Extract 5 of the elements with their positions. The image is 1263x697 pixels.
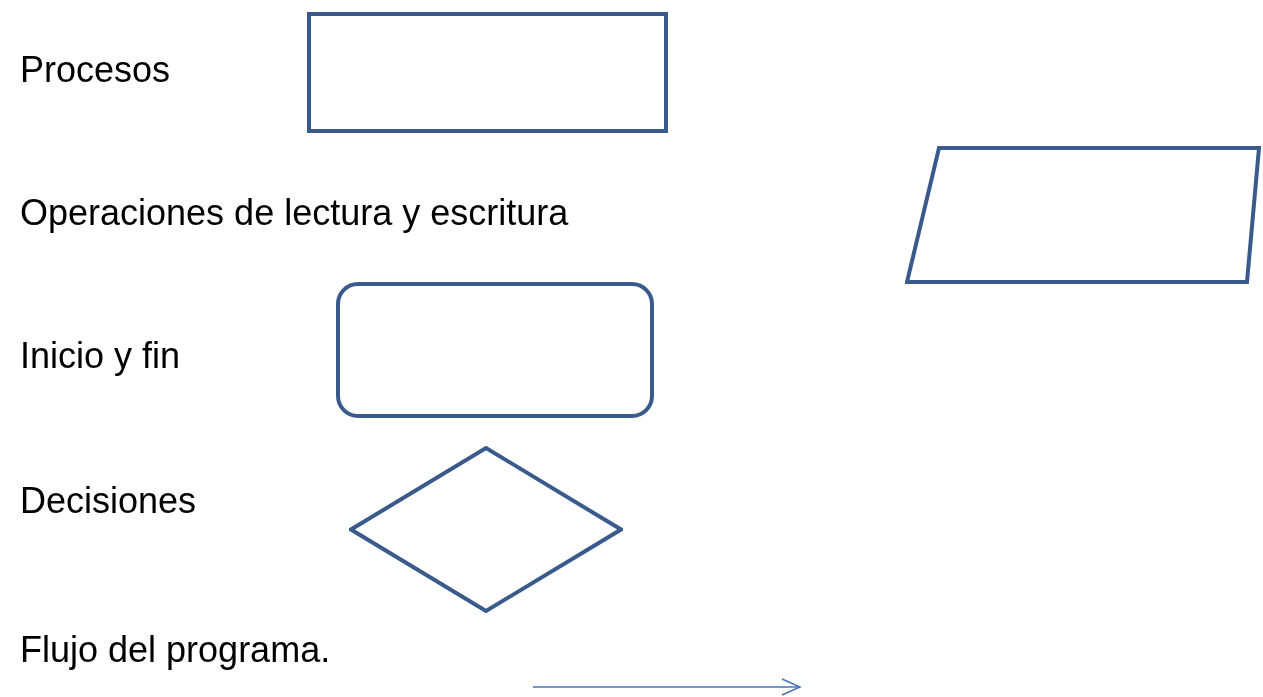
symbol-caption: Flujo del programa. — [20, 632, 331, 668]
symbol-caption: Inicio y fin — [20, 338, 181, 374]
symbol-caption: Procesos — [20, 52, 171, 88]
symbol-caption: Decisiones — [20, 483, 197, 519]
symbol-caption: Operaciones de lectura y escritura — [20, 195, 569, 231]
